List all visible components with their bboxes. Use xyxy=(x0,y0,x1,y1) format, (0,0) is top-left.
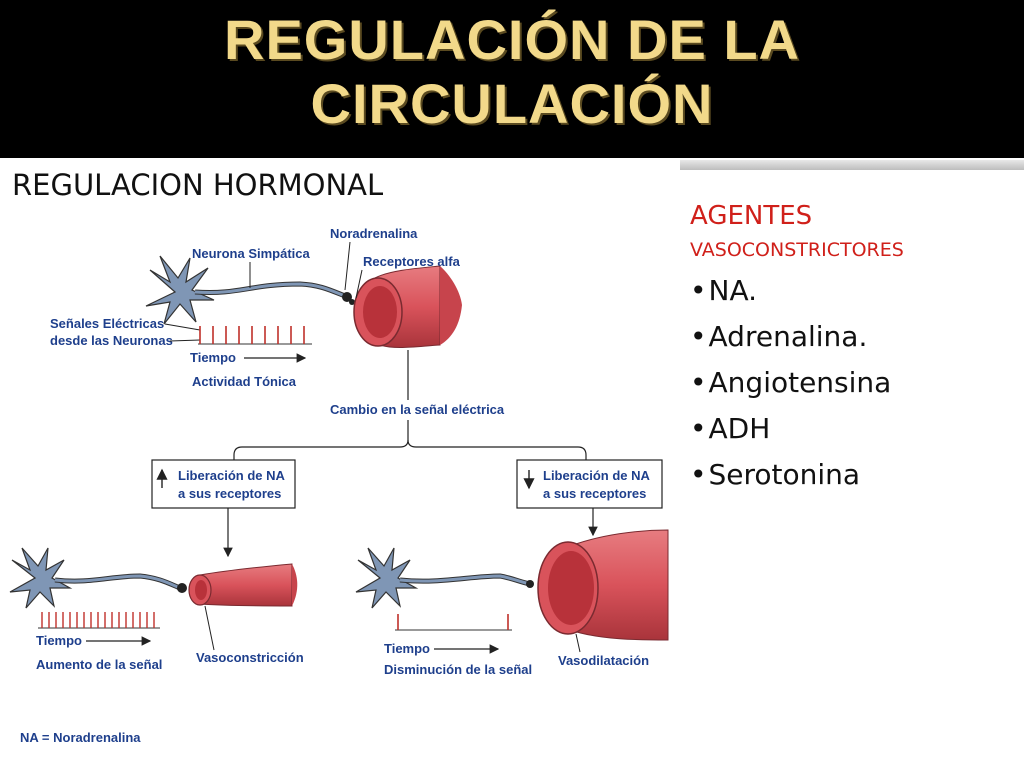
agent-item: Adrenalina. xyxy=(690,314,1020,360)
box-right-line2: a sus receptores xyxy=(543,486,646,501)
agents-heading: AGENTES xyxy=(690,201,813,231)
label-noradrenalina: Noradrenalina xyxy=(330,226,418,241)
agent-item: Angiotensina xyxy=(690,360,1020,406)
neuron-cell-icon xyxy=(145,255,215,325)
box-liberacion-aumento: Liberación de NA a sus receptores xyxy=(151,459,296,509)
label-tiempo-top: Tiempo xyxy=(190,350,236,365)
label-receptores-alfa: Receptores alfa xyxy=(363,254,461,269)
label-vasoconstriccion: Vasoconstricción xyxy=(196,650,304,665)
slide-title: REGULACIÓN DE LA CIRCULACIÓN xyxy=(0,8,1024,136)
vessel-dilated xyxy=(537,529,669,641)
agent-item: NA. xyxy=(690,268,1020,314)
label-senales-2: desde las Neuronas xyxy=(50,333,173,348)
title-line-1: REGULACIÓN DE LA xyxy=(224,8,800,71)
agent-item: ADH xyxy=(690,406,1020,452)
agents-list: NA. Adrenalina. Angiotensina ADH Seroton… xyxy=(690,268,1020,498)
label-vasodilatacion: Vasodilatación xyxy=(558,653,649,668)
neuron-bottom-left xyxy=(9,547,187,609)
box-left-line2: a sus receptores xyxy=(178,486,281,501)
title-bar xyxy=(0,0,1024,158)
title-underbar-white xyxy=(0,158,480,168)
label-aumento: Aumento de la señal xyxy=(36,657,162,672)
title-underbar-grey xyxy=(680,160,1024,170)
slide-subtitle: REGULACION HORMONAL xyxy=(12,168,384,202)
label-actividad-tonica: Actividad Tónica xyxy=(192,374,297,389)
spike-train-decrease xyxy=(395,614,512,631)
spike-train-increase xyxy=(38,612,160,629)
neuron-top xyxy=(145,255,355,325)
title-line-2: CIRCULACIÓN xyxy=(310,72,714,135)
label-cambio: Cambio en la señal eléctrica xyxy=(330,402,505,417)
label-neurona-simpatica: Neurona Simpática xyxy=(192,246,311,261)
vessel-top xyxy=(353,265,462,348)
label-tiempo-left: Tiempo xyxy=(36,633,82,648)
agents-panel: AGENTES VASOCONSTRICTORES NA. Adrenalina… xyxy=(690,196,1020,498)
box-right-line1: Liberación de NA xyxy=(543,468,651,483)
box-liberacion-disminucion: Liberación de NA a sus receptores xyxy=(516,459,663,509)
neuron-cell-icon xyxy=(9,547,73,609)
box-left-line1: Liberación de NA xyxy=(178,468,286,483)
label-senales-1: Señales Eléctricas xyxy=(50,316,164,331)
neuron-bottom-right xyxy=(355,547,534,609)
agent-item: Serotonina xyxy=(690,452,1020,498)
label-tiempo-right: Tiempo xyxy=(384,641,430,656)
label-disminucion: Disminución de la señal xyxy=(384,662,532,677)
neuron-cell-icon xyxy=(355,547,419,609)
agents-subheading: VASOCONSTRICTORES xyxy=(690,239,904,261)
spike-train-tonic xyxy=(198,326,312,345)
footnote: NA = Noradrenalina xyxy=(20,730,141,745)
vessel-constricted xyxy=(188,563,298,607)
